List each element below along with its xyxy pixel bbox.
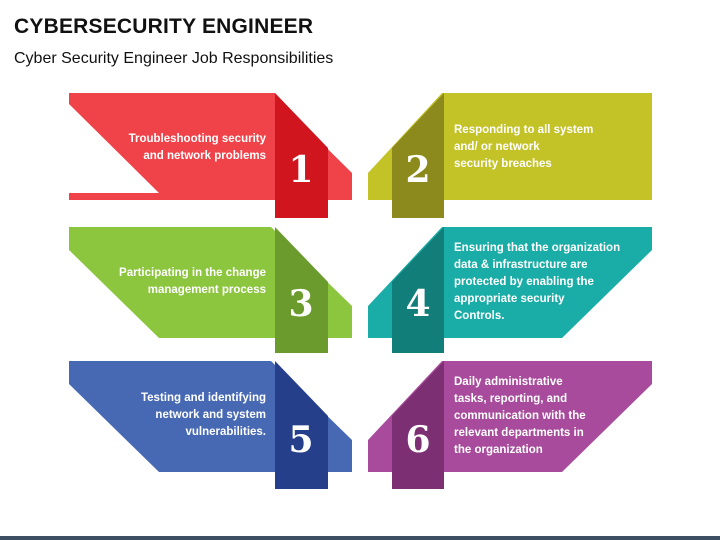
item-6-tab [392,361,444,489]
item-5-tab [275,361,328,489]
item-3-number: 3 [288,283,314,325]
item-4-text: Ensuring that the organization data & in… [454,242,621,322]
item-1-number: 1 [288,149,314,191]
item-4-tab [392,227,444,353]
page-subtitle: Cyber Security Engineer Job Responsibili… [14,50,334,67]
item-3-text: Participating in the change management p… [119,267,266,296]
item-3-tab [275,227,328,353]
item-6-text: Daily administrative tasks, reporting, a… [454,376,586,456]
item-6-number: 6 [405,419,431,461]
page-title: CYBERSECURITY ENGINEER [14,15,314,38]
item-5-text: Testing and identifying network and syst… [140,392,266,438]
item-4-number: 4 [405,283,431,325]
item-1-tab [275,93,328,218]
item-1-shape-body [69,93,275,104]
bottom-bar [0,536,720,540]
item-2-text: Responding to all system and/ or network… [454,124,594,170]
item-2-number: 2 [405,149,431,191]
item-2-tab [392,93,444,218]
item-1-text: Troubleshooting security and network pro… [128,133,266,162]
item-5-number: 5 [288,419,314,461]
